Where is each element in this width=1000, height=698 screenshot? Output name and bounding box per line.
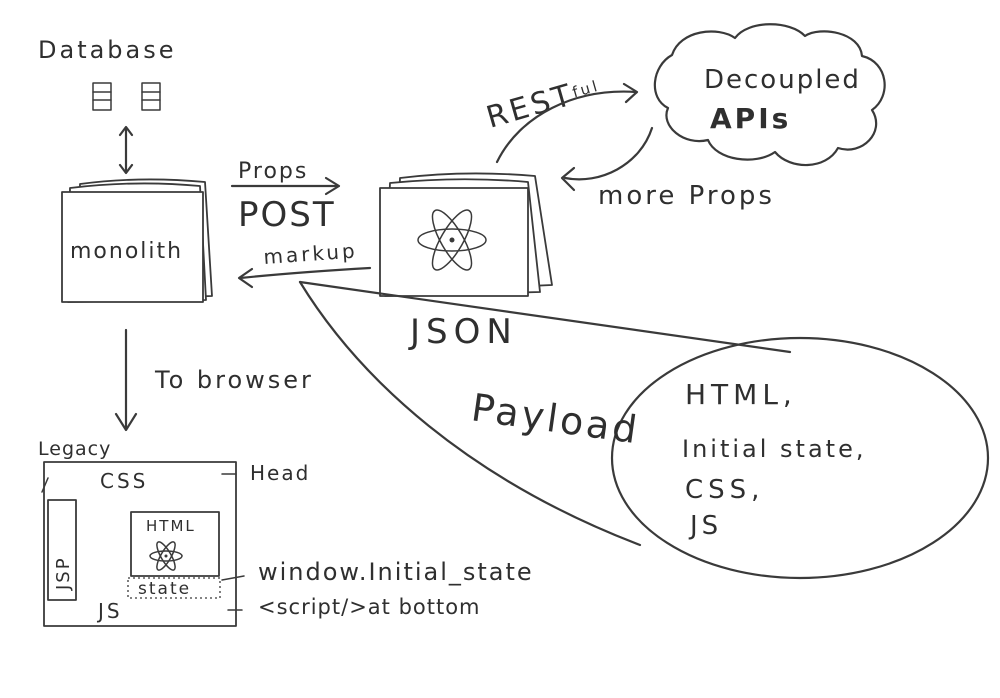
decoupled-label: Decoupled: [704, 65, 861, 95]
json-label: JSON: [408, 312, 518, 352]
database-monolith-arrow: [118, 125, 134, 175]
payload-label: Payload: [469, 385, 643, 452]
post-label: POST: [238, 195, 336, 235]
monolith-box: [61, 178, 213, 303]
json-payload-callout: [298, 280, 990, 580]
restful-arrow: [495, 82, 639, 164]
page-js-label: JS: [96, 599, 123, 623]
react-server-box: [379, 172, 553, 297]
apis-label: APIs: [710, 102, 791, 135]
decoupled-apis-cloud: [653, 23, 886, 167]
script-bottom-label: <script/>at bottom: [258, 595, 481, 619]
legacy-label: Legacy: [38, 438, 111, 460]
bubble-js: JS: [688, 511, 722, 541]
bubble-initial-state: Initial state,: [682, 435, 866, 463]
restful-label: RESTful: [483, 70, 605, 136]
props-arrow: [230, 176, 341, 196]
window-initial-state-label: window.Initial_state: [258, 558, 534, 586]
to-browser-arrow: [114, 328, 138, 432]
database-table-icon: [92, 82, 161, 111]
head-label: Head: [250, 461, 310, 485]
more-props-label: more Props: [598, 181, 775, 211]
monolith-label: monolith: [70, 239, 183, 264]
props-label: Props: [238, 159, 308, 184]
react-atom-icon: [149, 541, 183, 571]
bubble-html: HTML,: [685, 378, 797, 411]
markup-arrow: [237, 266, 372, 289]
react-atom-icon: [417, 209, 487, 271]
page-css-label: CSS: [100, 469, 148, 493]
page-html-label: HTML: [146, 517, 196, 535]
page-state-label: state: [138, 579, 191, 599]
jsp-label: JSP: [53, 556, 74, 591]
database-label: Database: [38, 36, 177, 64]
page-state-box: [127, 577, 221, 599]
jsp-sidebar: [41, 477, 77, 601]
more-props-arrow: [560, 126, 654, 192]
markup-label: markup: [263, 238, 359, 269]
bubble-css: CSS,: [685, 475, 764, 505]
to-browser-label: To browser: [154, 366, 314, 394]
